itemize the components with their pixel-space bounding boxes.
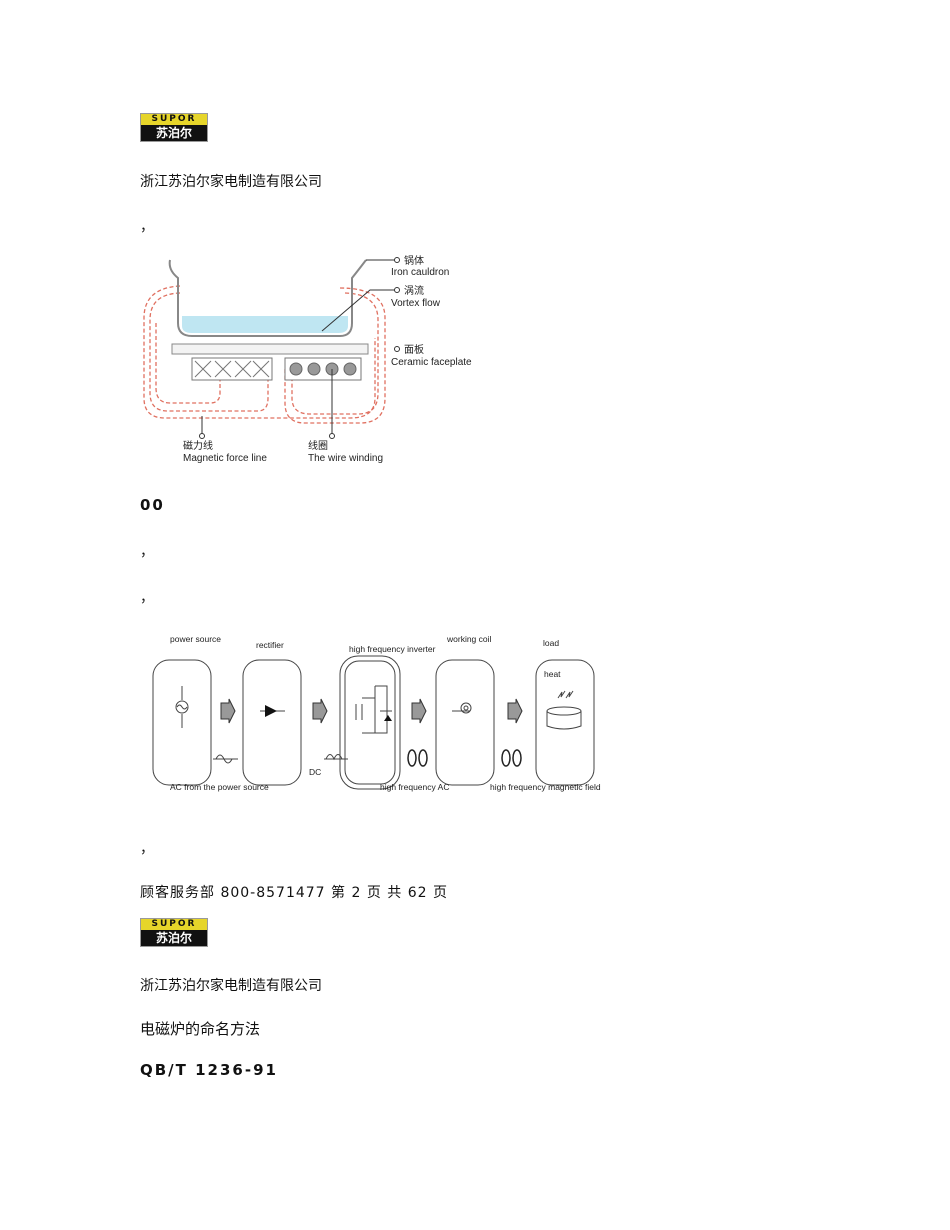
caption: high frequency AC	[380, 782, 449, 792]
label-en: Iron cauldron	[391, 267, 449, 278]
logo-top: SUPOR	[141, 919, 207, 930]
logo-bottom: 苏泊尔	[141, 930, 207, 946]
caption: AC from the power source	[170, 782, 269, 792]
magnetic-line	[143, 285, 376, 419]
block-power-source	[152, 659, 212, 786]
label-cn: 锅体	[404, 255, 424, 267]
logo-bottom: 苏泊尔	[141, 125, 207, 141]
comma-text: ，	[140, 841, 154, 857]
block-rectifier	[242, 659, 302, 786]
label-cn: 磁力线	[183, 439, 213, 452]
supor-logo: SUPOR 苏泊尔	[140, 918, 208, 947]
caption: high frequency magnetic field	[490, 782, 601, 792]
label-en: The wire winding	[308, 453, 383, 464]
stage-label: power source	[170, 634, 221, 644]
supor-logo: SUPOR 苏泊尔	[140, 113, 208, 142]
logo-top: SUPOR	[141, 114, 207, 125]
induction-principle-diagram: 锅体 Iron cauldron 涡流 Vortex flow 面板 Ceram…	[143, 255, 472, 464]
section-heading: 电磁炉的命名方法	[140, 1020, 261, 1038]
label-en: Magnetic force line	[183, 453, 267, 464]
company-name: 浙江苏泊尔家电制造有限公司	[140, 978, 322, 994]
stage-label: rectifier	[256, 640, 284, 650]
label-en: Ceramic faceplate	[391, 357, 472, 368]
label-en: Vortex flow	[391, 298, 441, 309]
stage-label: high frequency inverter	[349, 644, 436, 654]
heat-label: heat	[544, 669, 561, 679]
label-cn: 面板	[404, 343, 424, 356]
induction-block-diagram: power source rectifier high frequency in…	[152, 634, 601, 792]
block-working-coil	[435, 659, 495, 786]
standard-code: QB/T 1236-91	[140, 1061, 278, 1079]
comma-text: ，	[140, 544, 154, 560]
block-load	[535, 659, 595, 786]
stage-label: load	[543, 638, 559, 648]
stage-label: working coil	[446, 634, 492, 644]
label-cn: 涡流	[404, 284, 424, 297]
block-inverter	[344, 660, 396, 785]
comma-text: ，	[140, 219, 154, 235]
comma-text: ，	[140, 590, 154, 606]
company-name: 浙江苏泊尔家电制造有限公司	[140, 174, 322, 190]
label-cn: 线圈	[308, 439, 328, 452]
section-number: 00	[140, 496, 165, 514]
page-footer: 顾客服务部 800-8571477 第 2 页 共 62 页	[140, 885, 448, 901]
dc-label: DC	[309, 767, 321, 777]
